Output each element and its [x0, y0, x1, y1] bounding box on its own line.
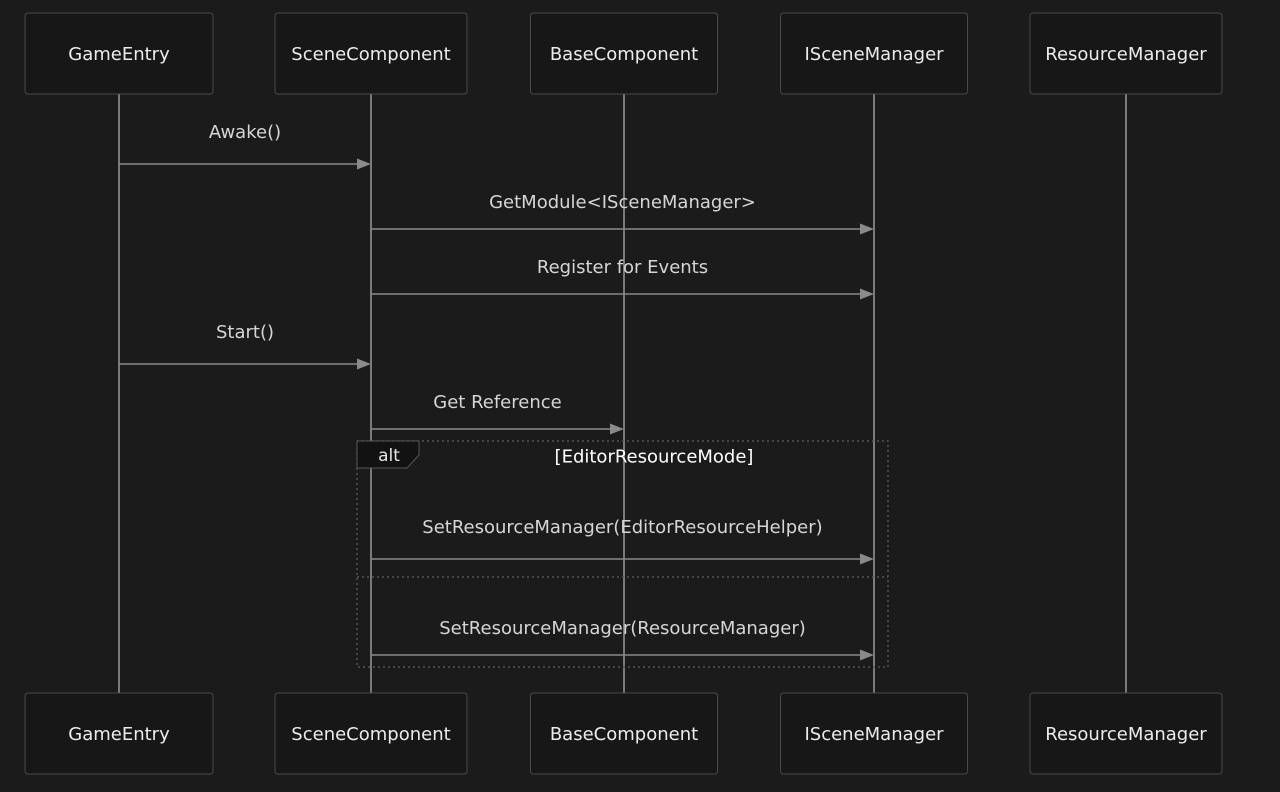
message-label: SetResourceManager(EditorResourceHelper) [422, 517, 822, 538]
message-arrow: Get Reference [371, 392, 624, 435]
actor-label: ResourceManager [1045, 44, 1207, 65]
actor-box [1029, 692, 1223, 775]
message-label: Get Reference [433, 392, 561, 413]
message-label: GetModule<ISceneManager> [489, 192, 756, 213]
actor-bottom-basecomponent: BaseComponent [530, 692, 718, 775]
arrowhead-icon [357, 358, 371, 370]
message-arrow: Awake() [119, 122, 371, 170]
arrowhead-icon [860, 223, 874, 235]
actor-top-iscenemanager: ISceneManager [780, 12, 968, 95]
actor-label: GameEntry [68, 44, 170, 65]
arrowhead-icon [860, 288, 874, 300]
actor-box [780, 692, 968, 775]
message-arrow: SetResourceManager(EditorResourceHelper) [371, 517, 874, 565]
actor-box [530, 12, 718, 95]
actor-box [780, 12, 968, 95]
actor-box [24, 12, 214, 95]
actor-bottom-scenecomponent: SceneComponent [274, 692, 468, 775]
actor-label: ISceneManager [804, 44, 944, 65]
actor-label: GameEntry [68, 724, 170, 745]
alt-frame-border [356, 440, 889, 668]
actor-top-scenecomponent: SceneComponent [274, 12, 468, 95]
actor-top-gameentry: GameEntry [24, 12, 214, 95]
message-arrow: SetResourceManager(ResourceManager) [371, 618, 874, 661]
arrowhead-icon [610, 423, 624, 435]
message-arrow: Start() [119, 322, 371, 370]
actor-top-resourcemanager: ResourceManager [1029, 12, 1223, 95]
message-label: Register for Events [537, 257, 708, 278]
actor-label: BaseComponent [550, 724, 698, 745]
message-arrow: GetModule<ISceneManager> [371, 192, 874, 235]
message-arrow: Register for Events [371, 257, 874, 300]
actor-label: BaseComponent [550, 44, 698, 65]
arrowhead-icon [860, 553, 874, 565]
actor-top-basecomponent: BaseComponent [530, 12, 718, 95]
alt-frame-kind: alt [378, 446, 400, 466]
message-label: SetResourceManager(ResourceManager) [439, 618, 806, 639]
alt-frame-condition: [EditorResourceMode] [555, 447, 754, 468]
actor-bottom-iscenemanager: ISceneManager [780, 692, 968, 775]
arrowhead-icon [357, 158, 371, 170]
actor-label: SceneComponent [291, 44, 450, 65]
actor-box [1029, 12, 1223, 95]
alt-frame: alt [EditorResourceMode] [356, 440, 889, 668]
arrowhead-icon [860, 649, 874, 661]
actor-bottom-resourcemanager: ResourceManager [1029, 692, 1223, 775]
actor-label: ResourceManager [1045, 724, 1207, 745]
alt-frame-tab [356, 440, 420, 469]
actor-box [274, 692, 468, 775]
actor-label: SceneComponent [291, 724, 450, 745]
actor-box [530, 692, 718, 775]
actor-box [24, 692, 214, 775]
actor-box [274, 12, 468, 95]
message-label: Start() [216, 322, 274, 343]
actor-label: ISceneManager [804, 724, 944, 745]
actor-bottom-gameentry: GameEntry [24, 692, 214, 775]
message-label: Awake() [209, 122, 281, 143]
